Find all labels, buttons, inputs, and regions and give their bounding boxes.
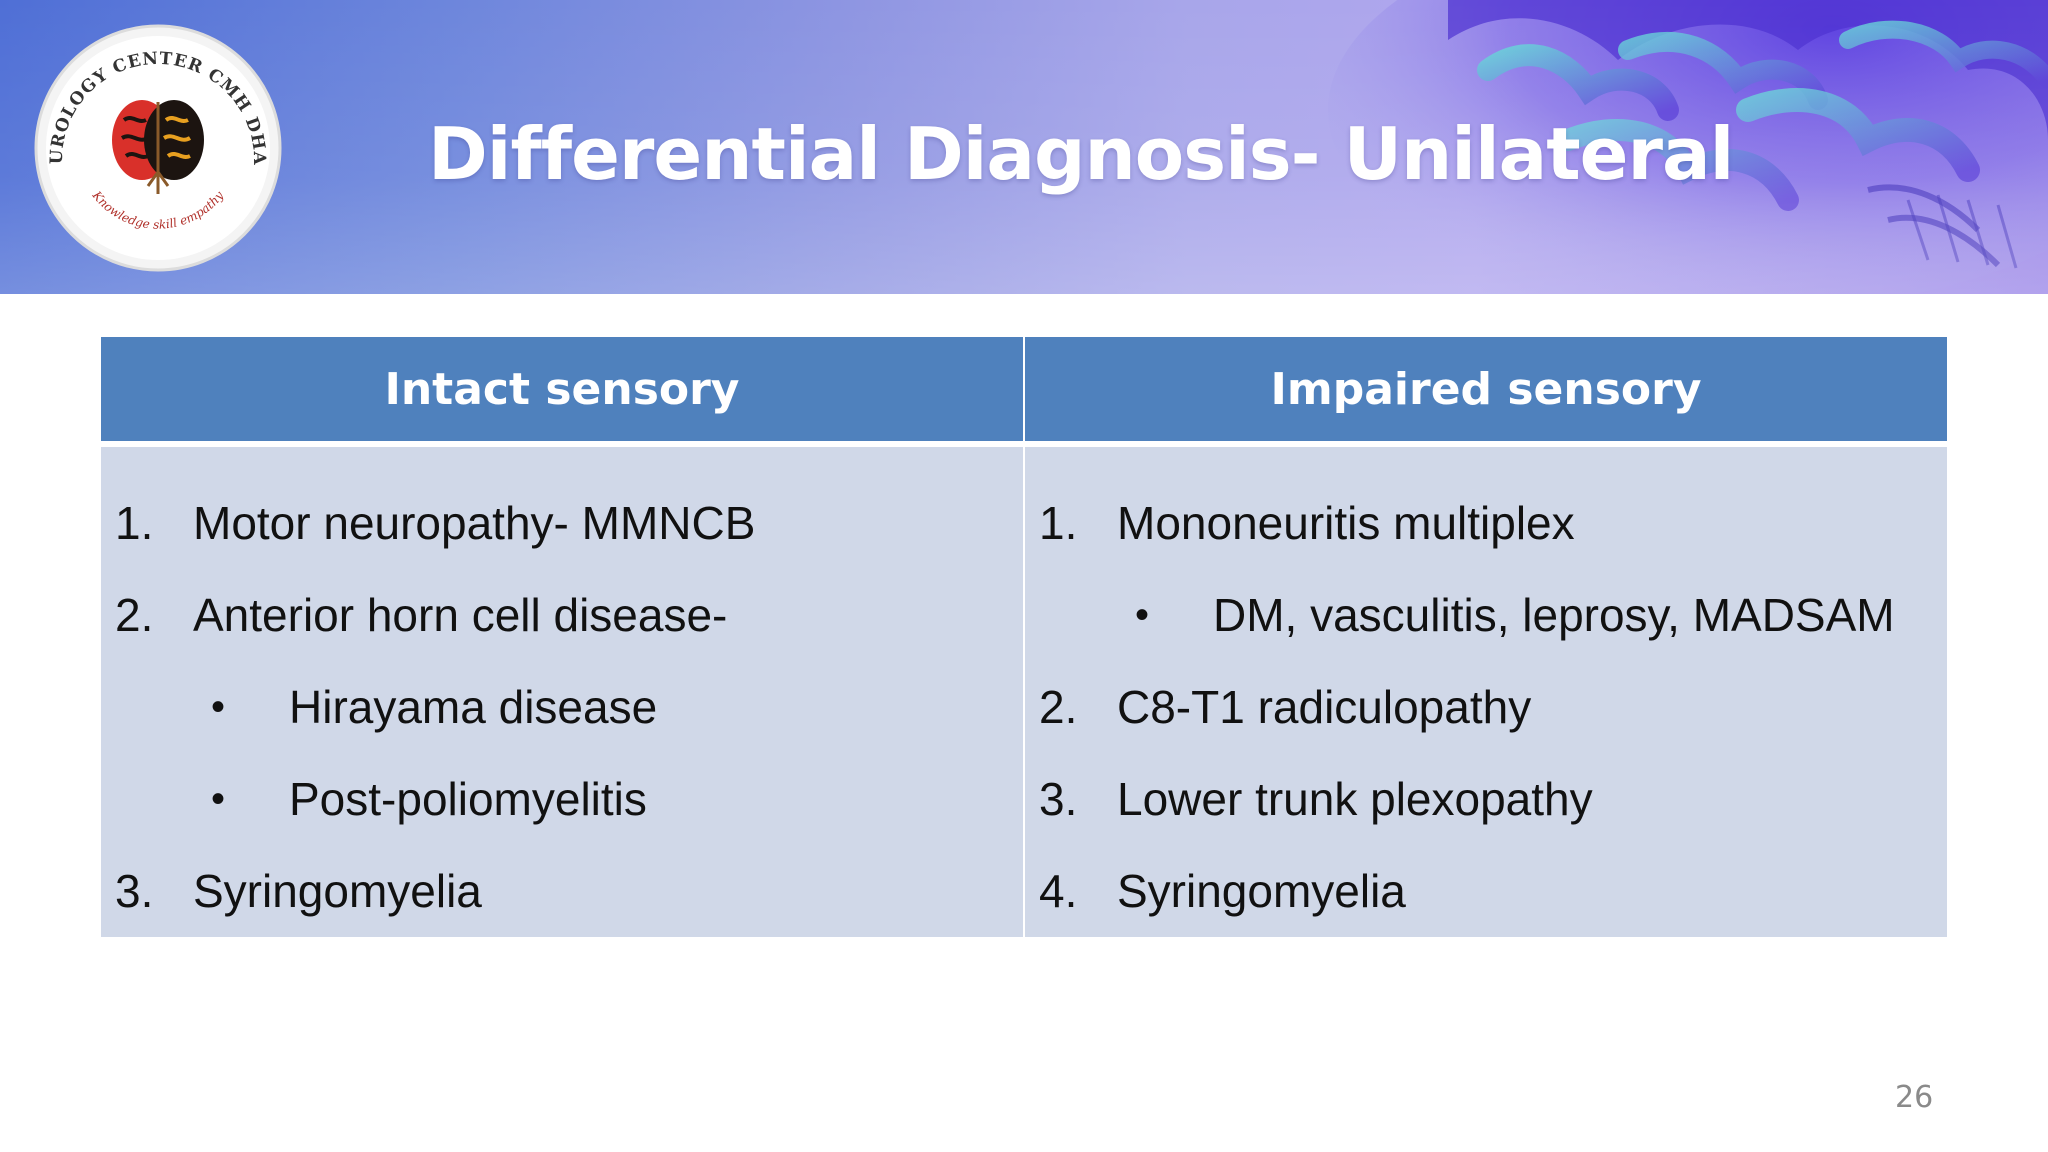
list-subitem: • Post-poliomyelitis: [101, 753, 1023, 845]
neurology-center-logo: NEUROLOGY CENTER CMH DHAKA Knowledge ski…: [32, 22, 282, 272]
list-item-text: Mononeuritis multiplex: [1117, 497, 1575, 549]
list-item-text: Syringomyelia: [193, 865, 482, 917]
table-header-intact: Intact sensory: [101, 337, 1023, 447]
bullet-marker: •: [1135, 592, 1150, 637]
bullet-marker: •: [211, 684, 226, 729]
list-item: 1. Mononeuritis multiplex: [1025, 477, 1947, 569]
table-cell-impaired: 1. Mononeuritis multiplex • DM, vasculit…: [1025, 447, 1947, 937]
list-item-text: C8-T1 radiculopathy: [1117, 681, 1532, 733]
list-marker: 2.: [115, 589, 154, 641]
list-marker: 3.: [1039, 773, 1078, 825]
list-marker: 2.: [1039, 681, 1078, 733]
list-marker: 1.: [115, 497, 154, 549]
list-marker: 3.: [115, 865, 154, 917]
list-item-text: Lower trunk plexopathy: [1117, 773, 1593, 825]
table-cell-intact: 1. Motor neuropathy- MMNCB 2. Anterior h…: [101, 447, 1023, 937]
list-item-text: DM, vasculitis, leprosy, MADSAM: [1213, 589, 1895, 641]
slide-title: Differential Diagnosis- Unilateral: [428, 112, 1734, 196]
list-item-text: Anterior horn cell disease-: [193, 589, 728, 641]
list-marker: 1.: [1039, 497, 1078, 549]
intact-sensory-column: Intact sensory 1. Motor neuropathy- MMNC…: [101, 337, 1023, 937]
list-item: 4. Syringomyelia: [1025, 845, 1947, 937]
diagnosis-table: Intact sensory 1. Motor neuropathy- MMNC…: [101, 337, 1947, 937]
title-banner: Differential Diagnosis- Unilateral NEURO…: [0, 0, 2048, 294]
list-item: 3. Lower trunk plexopathy: [1025, 753, 1947, 845]
list-item-text: Motor neuropathy- MMNCB: [193, 497, 756, 549]
list-item: 2. Anterior horn cell disease-: [101, 569, 1023, 661]
list-subitem: • Hirayama disease: [101, 661, 1023, 753]
banner-sheen: [0, 0, 2048, 294]
list-item: 2. C8-T1 radiculopathy: [1025, 661, 1947, 753]
bullet-marker: •: [211, 776, 226, 821]
list-item-text: Syringomyelia: [1117, 865, 1406, 917]
list-item-text: Post-poliomyelitis: [289, 773, 647, 825]
list-subitem: • DM, vasculitis, leprosy, MADSAM: [1025, 569, 1947, 661]
list-item: 3. Syringomyelia: [101, 845, 1023, 937]
list-item: 1. Motor neuropathy- MMNCB: [101, 477, 1023, 569]
brain-emblem-icon: [112, 100, 204, 194]
brain-illustration: [1328, 0, 2048, 294]
impaired-sensory-column: Impaired sensory 1. Mononeuritis multipl…: [1025, 337, 1947, 937]
table-header-impaired: Impaired sensory: [1025, 337, 1947, 447]
list-marker: 4.: [1039, 865, 1078, 917]
list-item-text: Hirayama disease: [289, 681, 658, 733]
page-number: 26: [1895, 1080, 1934, 1115]
